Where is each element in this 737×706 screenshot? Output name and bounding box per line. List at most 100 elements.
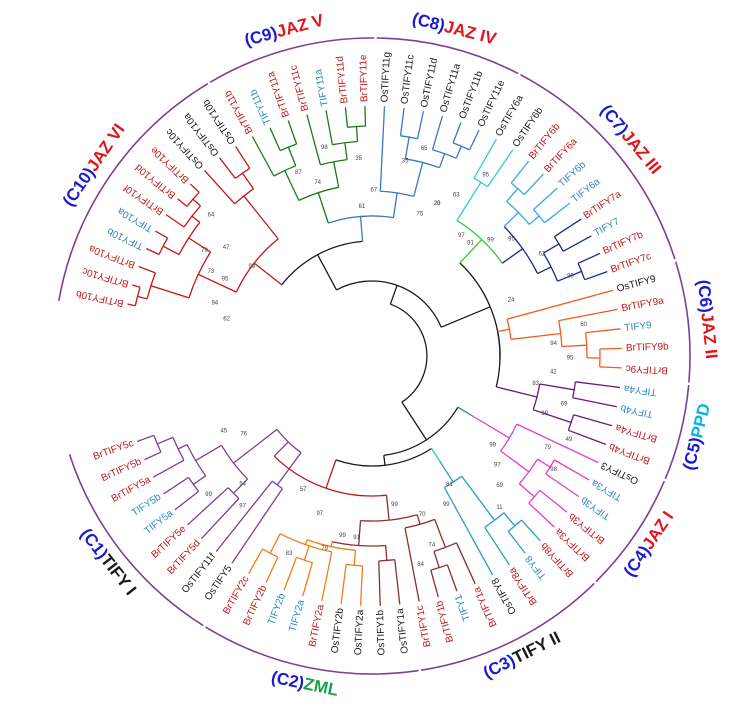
branch-line [243,195,279,240]
branch-line [174,490,199,511]
branch-line [304,539,308,545]
branch-arc [188,251,212,299]
bootstrap-value: 79 [321,546,328,552]
branch-line [554,459,590,481]
bootstrap-value: 99 [567,273,574,279]
branch-arc [378,559,395,562]
leaf-label: BrTIFY11d [335,55,351,104]
branch-line [404,136,410,159]
branch-line [503,212,519,227]
branch-arc [577,263,586,280]
leaf-label: OsTIFY11d [419,57,440,109]
branch-line [276,452,302,486]
clade-name: TIFY I [96,551,139,599]
branch-arc [158,237,169,255]
branch-line [537,458,551,468]
branch-line [251,136,275,177]
branch-line [155,230,168,239]
bootstrap-value: 99 [541,411,548,417]
bootstrap-value: 76 [240,431,247,437]
branch-line [561,344,587,348]
branch-arc [585,332,588,358]
branch-line [248,548,264,574]
branch-line [355,126,359,142]
branch-line [455,146,462,159]
branch-line [287,146,297,166]
branch-line [416,514,421,525]
leaf-label: OsTIFY11c [399,54,416,105]
clade-arc [209,37,375,83]
branch-arc [346,563,363,567]
branch-line [516,423,599,464]
bootstrap-value: 95 [222,276,229,282]
clade-label: (C9)JAZ V [243,11,327,51]
branch-line [235,146,251,169]
branch-line [321,551,333,602]
clade-arc [68,453,204,627]
branch-arc [234,188,254,205]
branch-line [599,347,622,350]
bootstrap-value: 87 [295,170,302,176]
branch-line [253,262,283,286]
branch-line [385,495,390,521]
clade-code: (C9) [243,23,280,50]
branch-line [459,239,483,264]
bootstrap-value: 99 [391,502,398,508]
branch-line [132,284,141,288]
leaf-label: TIFY4b [619,402,654,420]
branch-line [287,120,298,145]
branch-line [163,476,189,495]
branch-line [127,303,136,307]
branch-arc [495,331,501,388]
clade-arc [595,480,666,583]
branch-arc [331,541,386,547]
leaf-label: OsTIFY2a [353,609,366,655]
branch-arc [273,455,387,497]
branch-line [241,172,255,190]
bootstrap-value: 69 [561,401,568,407]
branch-arc [433,542,457,553]
clade-arc [674,261,691,383]
branch-line [431,448,441,462]
branch-line [198,273,237,293]
branch-arc [335,447,432,467]
branch-line [416,111,425,139]
branch-line [306,114,322,165]
bootstrap-value: 98 [321,145,328,151]
bootstrap-value: 95 [508,237,515,243]
branch-arc [146,272,157,300]
branch-arc [235,238,279,293]
leaf-labels: BrTIFY10bBrTIFY10cBrTIFY10aTIFY10bTIFY10… [75,52,670,656]
clade-name: JAZ IV [442,17,499,48]
branch-line [430,569,439,598]
bootstrap-value: 95 [567,355,574,361]
branch-line [518,483,535,498]
branch-line [487,149,514,188]
branch-line [443,487,494,576]
branch-line [532,409,572,424]
clade-arc [58,82,209,302]
bootstrap-value: 73 [208,269,215,275]
branch-arc [279,533,332,553]
branch-arc [553,236,564,252]
bootstrap-value: 94 [211,300,218,306]
branch-line [413,162,424,197]
bootstrap-value: 35 [355,156,362,162]
branch-line [484,526,510,566]
branch-line [358,520,362,546]
branch-line [191,215,201,223]
branch-line [325,459,337,489]
leaf-label: BrTIFY11e [358,54,370,102]
branch-line [572,397,617,408]
clade-name: JAZ VI [83,121,129,175]
branch-line [507,530,526,554]
branch-line [523,173,544,195]
bootstrap-value: 84 [417,562,424,568]
branch-line [455,542,476,584]
bootstrap-value: 97 [316,511,323,517]
branch-line [568,429,607,446]
branch-line [501,248,524,264]
bootstrap-value: 91 [353,535,360,541]
branch-line [190,183,200,193]
branch-line [333,161,340,188]
